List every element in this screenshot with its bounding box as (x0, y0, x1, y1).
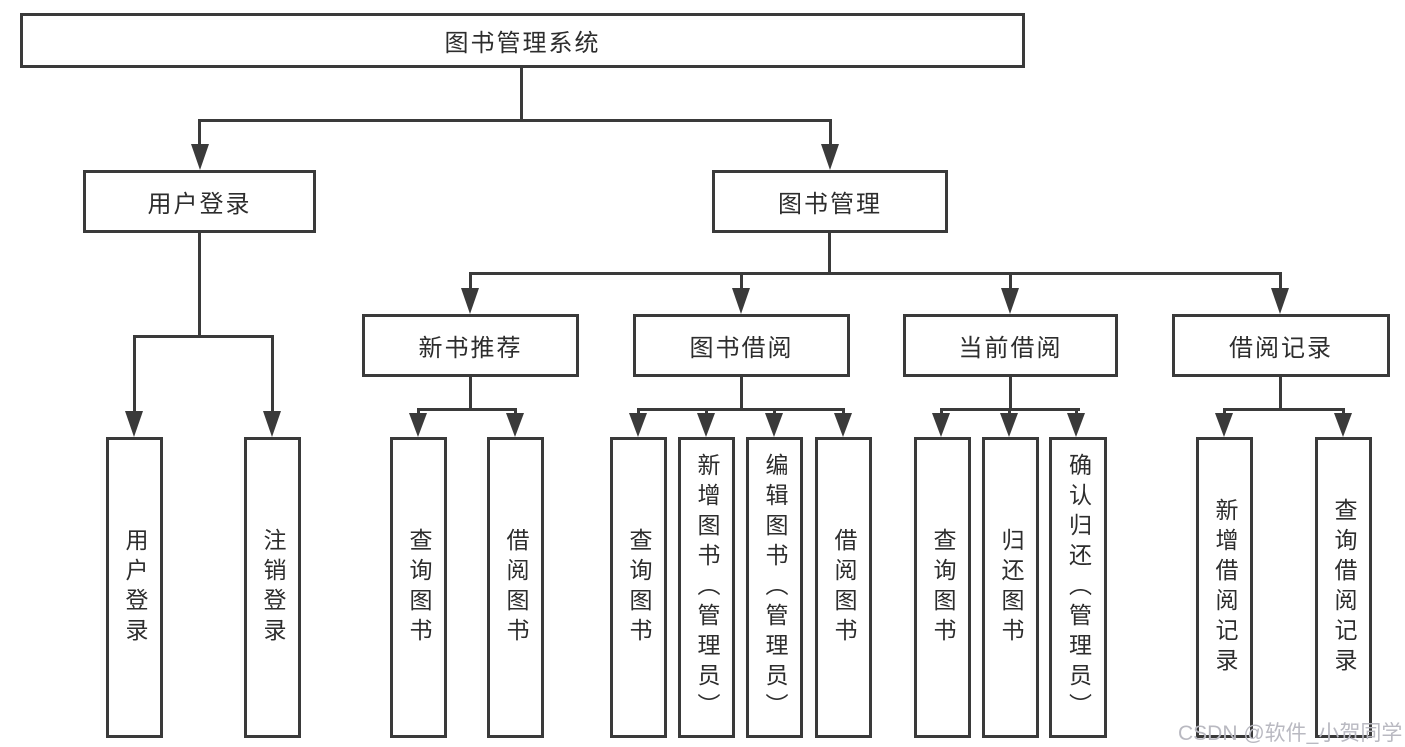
connector-line (1223, 408, 1345, 411)
arrowhead-icon (1215, 413, 1233, 437)
connector-line (740, 377, 743, 410)
arrowhead-icon (461, 288, 479, 314)
arrowhead-icon (409, 413, 427, 437)
connector-line (1223, 408, 1226, 416)
node-label: 归还图书 (998, 527, 1024, 648)
node-label: 新增借阅记录 (1212, 497, 1238, 678)
connector-line (773, 408, 776, 416)
node-nbr-borrow-book: 借阅图书 (487, 437, 544, 738)
node-bb-query-book: 查询图书 (610, 437, 667, 738)
node-new-book-rec: 新书推荐 (362, 314, 579, 377)
arrowhead-icon (1067, 413, 1085, 437)
connector-line (469, 377, 472, 410)
node-nbr-query-book: 查询图书 (390, 437, 447, 738)
node-label: 借阅图书 (503, 527, 529, 648)
node-label: 确认归还（管理员） (1065, 452, 1092, 723)
connector-line (1009, 272, 1012, 292)
node-br-add-record: 新增借阅记录 (1196, 437, 1253, 738)
node-bb-edit-book: 编辑图书（管理员） (746, 437, 803, 738)
node-bb-add-book: 新增图书（管理员） (678, 437, 735, 738)
connector-line (705, 408, 708, 416)
connector-line (1008, 408, 1011, 416)
arrowhead-icon (834, 413, 852, 437)
node-user-login: 用户登录 (83, 170, 316, 233)
connector-line (133, 335, 274, 338)
node-label: 查询借阅记录 (1331, 497, 1357, 678)
node-bb-borrow-book: 借阅图书 (815, 437, 872, 738)
arrowhead-icon (506, 413, 524, 437)
arrowhead-icon (765, 413, 783, 437)
connector-line (829, 119, 832, 149)
connector-line (271, 335, 274, 413)
arrowhead-icon (263, 411, 281, 437)
node-cb-query-book: 查询图书 (914, 437, 971, 738)
node-cb-confirm-return: 确认归还（管理员） (1049, 437, 1107, 738)
arrowhead-icon (1000, 413, 1018, 437)
connector-line (198, 233, 201, 337)
connector-line (842, 408, 845, 416)
connector-line (1342, 408, 1345, 416)
node-label: 编辑图书（管理员） (762, 452, 788, 723)
arrowhead-icon (125, 411, 143, 437)
connector-line (828, 233, 831, 274)
arrowhead-icon (1001, 288, 1019, 314)
node-borrow-records: 借阅记录 (1172, 314, 1390, 377)
node-label: 借阅图书 (831, 527, 857, 648)
node-book-mgmt: 图书管理 (712, 170, 948, 233)
connector-line (133, 335, 136, 413)
arrowhead-icon (1334, 413, 1352, 437)
connector-line (1075, 408, 1078, 416)
node-root: 图书管理系统 (20, 13, 1025, 68)
node-br-query-record: 查询借阅记录 (1315, 437, 1372, 738)
connector-line (637, 408, 845, 411)
node-label: 注销登录 (260, 527, 286, 648)
connector-line (1279, 272, 1282, 292)
node-label: 用户登录 (122, 527, 148, 648)
node-cb-return-book: 归还图书 (982, 437, 1039, 738)
csdn-watermark: CSDN @软件_小贺同学 (1178, 722, 1403, 745)
arrowhead-icon (697, 413, 715, 437)
node-label: 查询图书 (626, 527, 652, 648)
arrowhead-icon (932, 413, 950, 437)
connector-line (637, 408, 640, 416)
connector-line (417, 408, 420, 416)
connector-line (1009, 377, 1012, 410)
node-label: 新增图书（管理员） (694, 452, 720, 723)
node-label: 查询图书 (406, 527, 432, 648)
connector-line (198, 119, 201, 149)
node-leaf-logout: 注销登录 (244, 437, 301, 738)
node-leaf-user-login: 用户登录 (106, 437, 163, 738)
arrowhead-icon (629, 413, 647, 437)
connector-line (198, 119, 832, 122)
node-current-borrow: 当前借阅 (903, 314, 1118, 377)
connector-line (469, 272, 1282, 275)
connector-line (940, 408, 943, 416)
arrowhead-icon (191, 144, 209, 170)
connector-line (417, 408, 517, 411)
arrowhead-icon (821, 144, 839, 170)
connector-line (520, 68, 523, 121)
node-label: 查询图书 (930, 527, 956, 648)
arrowhead-icon (732, 288, 750, 314)
arrowhead-icon (1271, 288, 1289, 314)
connector-line (740, 272, 743, 292)
connector-line (469, 272, 472, 292)
node-book-borrow: 图书借阅 (633, 314, 850, 377)
connector-line (1279, 377, 1282, 410)
connector-line (514, 408, 517, 416)
